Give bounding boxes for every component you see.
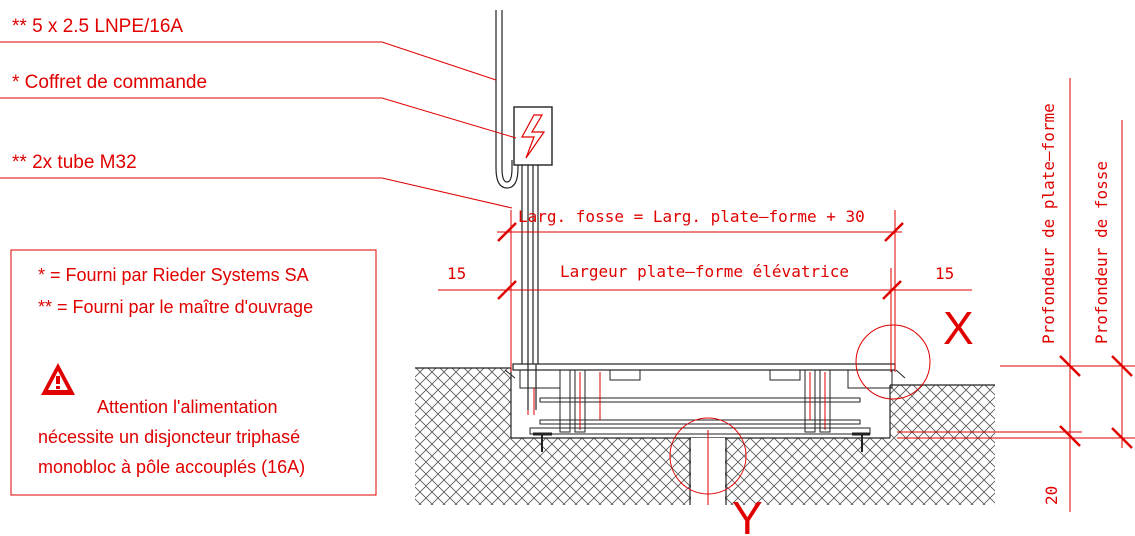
callout-control-box: * Coffret de commande — [12, 72, 207, 93]
legend-box — [10, 249, 377, 496]
detail-x-label: X — [943, 302, 974, 354]
width-dimensions — [438, 210, 972, 372]
legend-supplier-owner: ** = Fourni par le maître d'ouvrage — [38, 297, 313, 317]
legend-supplier-rieder: * = Fourni par Rieder Systems SA — [38, 265, 309, 285]
control-box — [513, 106, 553, 166]
pit-depth-label: Profondeur de fosse — [1092, 161, 1111, 344]
platform-width-label: Largeur plate–forme élévatrice — [560, 262, 849, 281]
callout-conduit: ** 2x tube M32 — [12, 152, 137, 173]
depth-dimensions — [897, 78, 1135, 512]
warning-line-2: nécessite un disjoncteur triphasé — [38, 427, 300, 447]
right-gap-label: 15 — [935, 264, 954, 283]
left-gap-label: 15 — [447, 264, 466, 283]
warning-line-3: monobloc à pôle accouplés (16A) — [38, 457, 305, 477]
platform-mechanism — [504, 363, 906, 452]
cable-run — [495, 10, 539, 410]
detail-markers — [669, 324, 931, 495]
warning-line-1: Attention l'alimentation — [97, 397, 278, 417]
platform-depth-label: Profondeur de plate–forme — [1039, 103, 1058, 344]
callout-leaders — [0, 41, 517, 209]
detail-y-label: Y — [732, 492, 763, 536]
pit-width-label: Larg. fosse = Larg. plate–forme + 30 — [518, 207, 865, 226]
bottom-gap-label: 20 — [1042, 486, 1061, 505]
callout-cable: ** 5 x 2.5 LNPE/16A — [12, 16, 183, 37]
ground-hatching — [415, 367, 995, 505]
